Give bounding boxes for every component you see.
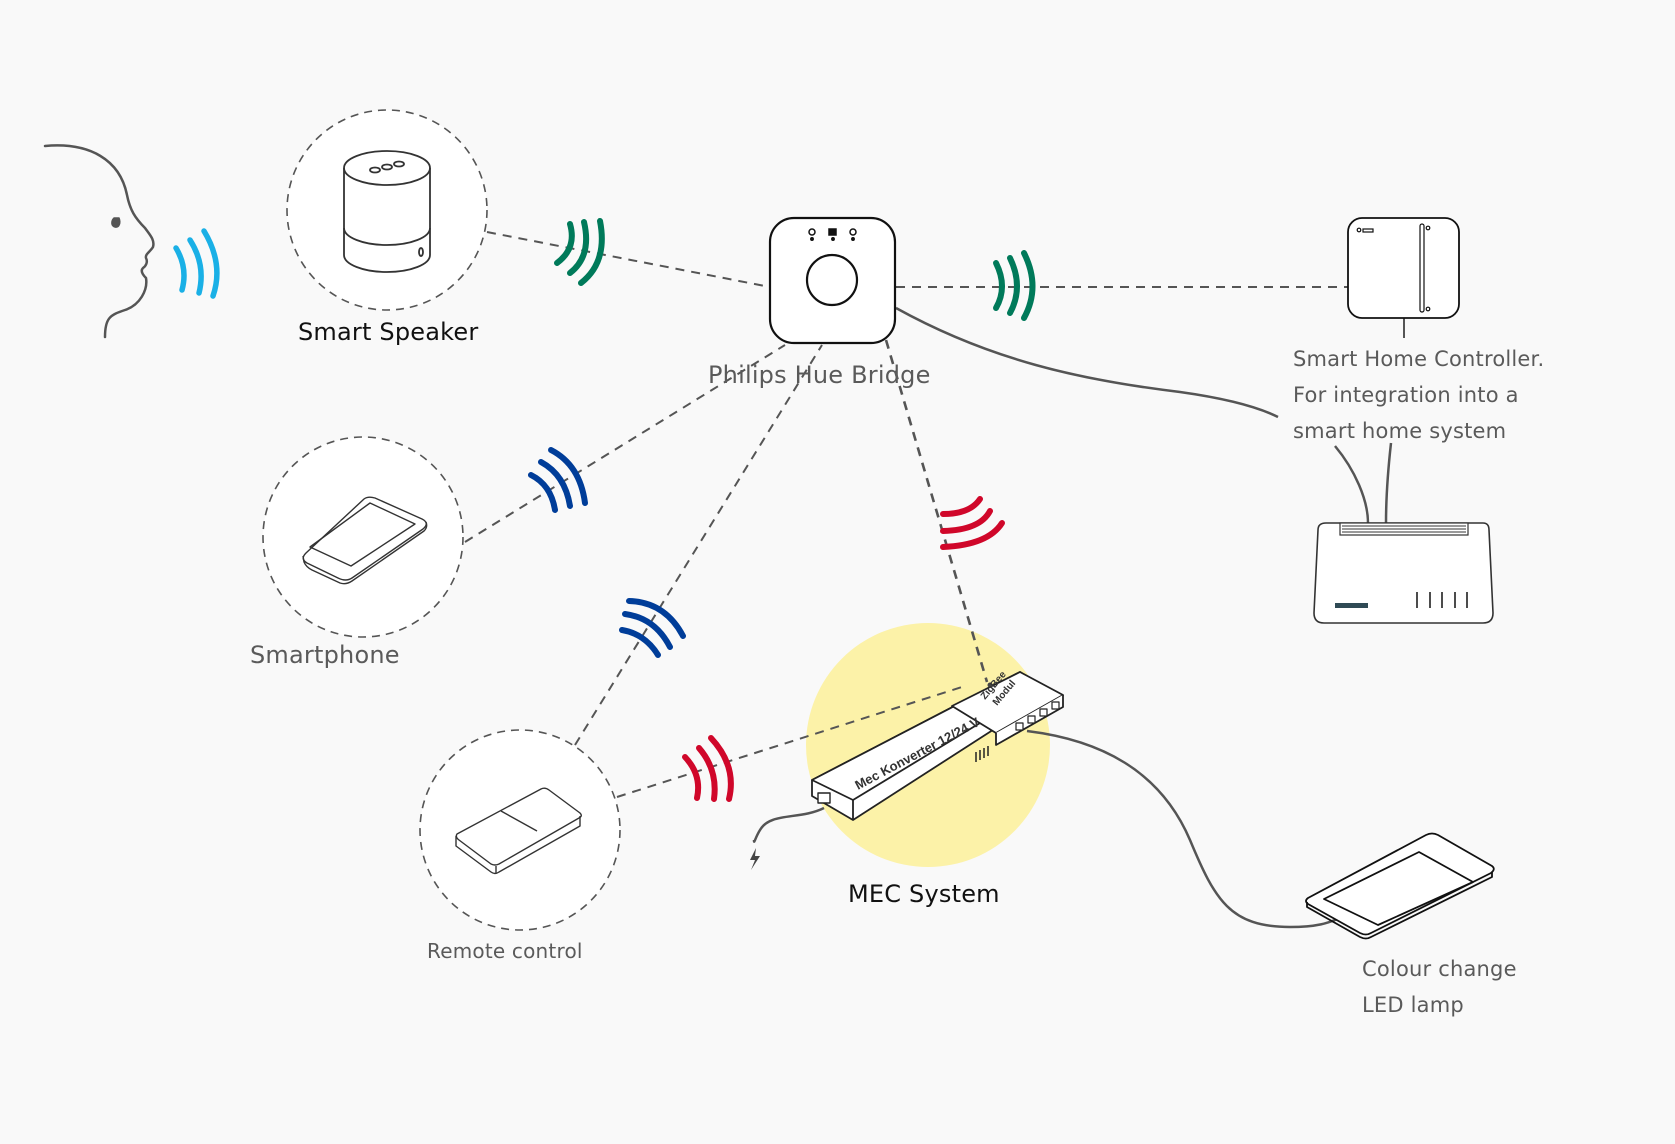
hue-bridge-node[interactable]: [768, 216, 897, 345]
led-lamp-icon: [1305, 832, 1495, 940]
smart-speaker-icon: [343, 150, 431, 273]
led-lamp-label-line-1: Colour change: [1362, 957, 1517, 981]
smartphone-node[interactable]: [262, 436, 464, 638]
controller-label-line-3: smart home system: [1293, 419, 1507, 443]
wireless-wave-icon: [528, 447, 588, 513]
wireless-wave-icon: [993, 250, 1036, 321]
link-speaker-bridge: [486, 231, 771, 288]
mec-converter-icon: [811, 671, 1064, 821]
wireless-wave-icon: [554, 218, 605, 286]
remote-control-icon: [455, 787, 582, 875]
zigbee-wave-icon: [940, 496, 1005, 550]
link-remote-bridge: [574, 344, 823, 746]
zigbee-wave-icon: [682, 735, 734, 802]
bridge-indicator-icons: [808, 228, 857, 241]
smartphone-icon: [302, 496, 428, 585]
remote-control-node[interactable]: [419, 729, 621, 931]
user-head-icon: [43, 144, 155, 339]
smart-home-controller-node[interactable]: [1347, 217, 1460, 319]
remote-control-label: Remote control: [427, 939, 583, 963]
cable-bridge-router: [895, 306, 1279, 419]
mec-system-label: MEC System: [848, 880, 1000, 908]
smart-speaker-label: Smart Speaker: [298, 318, 479, 346]
cable-controller-router-b: [1384, 442, 1393, 524]
smart-speaker-node[interactable]: [286, 109, 488, 311]
voice-wave-icon: [173, 228, 220, 299]
cable-controller-router-a: [1334, 445, 1370, 524]
wireless-wave-icon: [619, 598, 686, 658]
hue-bridge-label: Philips Hue Bridge: [708, 361, 931, 389]
smartphone-label: Smartphone: [250, 641, 400, 669]
link-bridge-mec: [884, 339, 989, 683]
led-lamp-label-line-2: LED lamp: [1362, 993, 1464, 1017]
link-remote-mec: [616, 685, 966, 798]
cable-power: [752, 806, 825, 843]
controller-label-line-2: For integration into a: [1293, 383, 1519, 407]
power-bolt-icon: [750, 848, 760, 870]
router-icon: [1313, 522, 1494, 624]
controller-label-line-1: Smart Home Controller.: [1293, 347, 1545, 371]
cable-mec-lamp: [1026, 729, 1341, 929]
